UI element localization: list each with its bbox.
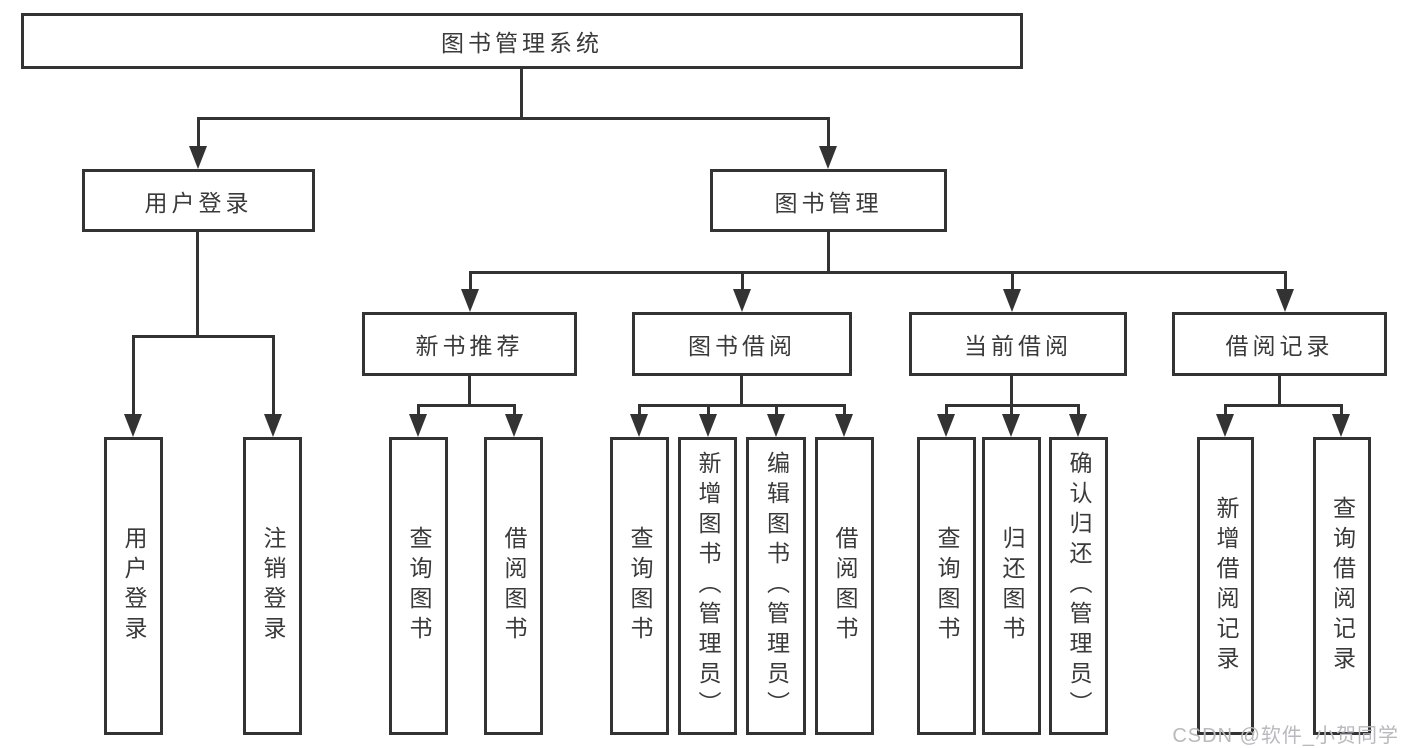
leaf-label: 新增图书（管理员） bbox=[695, 451, 721, 721]
connector bbox=[468, 376, 471, 407]
arrow-head bbox=[1216, 414, 1234, 437]
arrow-head bbox=[835, 414, 853, 437]
node-root: 图书管理系统 bbox=[21, 13, 1023, 69]
connector bbox=[1278, 376, 1281, 407]
connector bbox=[843, 404, 846, 418]
connector bbox=[1011, 271, 1014, 292]
node-label: 图书借阅 bbox=[688, 333, 796, 359]
leaf-query-borrow-record: 查询借阅记录 bbox=[1313, 437, 1371, 735]
connector bbox=[638, 404, 846, 407]
connector bbox=[740, 376, 743, 407]
arrow-head bbox=[505, 414, 523, 437]
arrow-head bbox=[733, 289, 751, 312]
leaf-query-books-current: 查询图书 bbox=[917, 437, 976, 735]
node-new-book-recommend: 新书推荐 bbox=[362, 312, 577, 376]
connector bbox=[1284, 271, 1287, 292]
connector bbox=[1340, 404, 1343, 418]
connector bbox=[132, 335, 275, 338]
node-book-management: 图书管理 bbox=[710, 169, 947, 232]
leaf-logout: 注销登录 bbox=[243, 437, 302, 735]
leaf-add-borrow-record: 新增借阅记录 bbox=[1197, 437, 1254, 735]
node-borrow-records: 借阅记录 bbox=[1172, 312, 1387, 376]
connector bbox=[417, 404, 420, 418]
arrow-head bbox=[767, 414, 785, 437]
arrow-head bbox=[937, 414, 955, 437]
arrow-head bbox=[264, 414, 282, 437]
arrow-head bbox=[1069, 414, 1087, 437]
leaf-query-books-borrow: 查询图书 bbox=[610, 437, 669, 735]
leaf-label: 新增借阅记录 bbox=[1213, 496, 1239, 676]
leaf-return-books: 归还图书 bbox=[982, 437, 1041, 735]
connector bbox=[272, 335, 275, 417]
arrow-head bbox=[1003, 289, 1021, 312]
leaf-user-login: 用户登录 bbox=[104, 437, 163, 735]
connector bbox=[1077, 404, 1080, 418]
arrow-head bbox=[409, 414, 427, 437]
csdn-watermark: CSDN @软件_小贺同学 bbox=[1172, 725, 1399, 747]
node-label: 图书管理 bbox=[774, 189, 883, 216]
leaf-edit-books-admin: 编辑图书（管理员） bbox=[746, 437, 806, 735]
leaf-label: 查询图书 bbox=[406, 526, 432, 646]
connector bbox=[513, 404, 516, 418]
connector bbox=[775, 404, 778, 418]
connector bbox=[197, 117, 830, 120]
leaf-label: 用户登录 bbox=[121, 526, 147, 646]
connector bbox=[197, 117, 200, 149]
node-user-login: 用户登录 bbox=[82, 169, 315, 232]
connector bbox=[520, 69, 523, 120]
leaf-label: 查询图书 bbox=[627, 526, 653, 646]
node-label: 新书推荐 bbox=[415, 333, 524, 359]
node-label: 用户登录 bbox=[144, 189, 253, 216]
leaf-label: 借阅图书 bbox=[832, 526, 858, 646]
leaf-label: 编辑图书（管理员） bbox=[763, 451, 790, 721]
connector bbox=[707, 404, 710, 418]
connector bbox=[638, 404, 641, 418]
leaf-query-books-recommend: 查询图书 bbox=[389, 437, 448, 735]
node-label: 当前借阅 bbox=[964, 333, 1072, 359]
connector bbox=[1010, 376, 1013, 407]
leaf-label: 借阅图书 bbox=[501, 526, 527, 646]
node-label: 借阅记录 bbox=[1225, 333, 1334, 359]
node-root-label: 图书管理系统 bbox=[441, 30, 603, 56]
connector bbox=[132, 335, 135, 417]
node-current-borrow: 当前借阅 bbox=[909, 312, 1127, 376]
leaf-label: 注销登录 bbox=[260, 526, 286, 646]
arrow-head bbox=[1276, 289, 1294, 312]
connector bbox=[417, 404, 516, 407]
leaf-label: 确认归还（管理员） bbox=[1066, 451, 1092, 721]
connector bbox=[827, 232, 830, 274]
leaf-borrow-books: 借阅图书 bbox=[815, 437, 874, 735]
connector bbox=[741, 271, 744, 292]
arrow-head bbox=[699, 414, 717, 437]
node-book-borrow: 图书借阅 bbox=[632, 312, 852, 376]
connector bbox=[1224, 404, 1343, 407]
arrow-head bbox=[1332, 414, 1350, 437]
connector bbox=[1010, 404, 1013, 418]
leaf-label: 查询借阅记录 bbox=[1329, 496, 1356, 676]
connector bbox=[1224, 404, 1227, 418]
arrow-head bbox=[1002, 414, 1020, 437]
connector bbox=[196, 232, 199, 338]
arrow-head bbox=[461, 289, 479, 312]
connector bbox=[469, 271, 472, 292]
leaf-confirm-return-admin: 确认归还（管理员） bbox=[1049, 437, 1108, 735]
connector bbox=[469, 271, 1287, 274]
leaf-label: 归还图书 bbox=[999, 526, 1025, 646]
arrow-head bbox=[630, 414, 648, 437]
arrow-head bbox=[124, 414, 142, 437]
arrow-head bbox=[189, 146, 207, 169]
arrow-head bbox=[819, 146, 837, 169]
connector bbox=[945, 404, 948, 418]
connector bbox=[827, 117, 830, 149]
leaf-label: 查询图书 bbox=[934, 526, 960, 646]
leaf-add-books-admin: 新增图书（管理员） bbox=[678, 437, 737, 735]
leaf-borrow-books-recommend: 借阅图书 bbox=[484, 437, 543, 735]
